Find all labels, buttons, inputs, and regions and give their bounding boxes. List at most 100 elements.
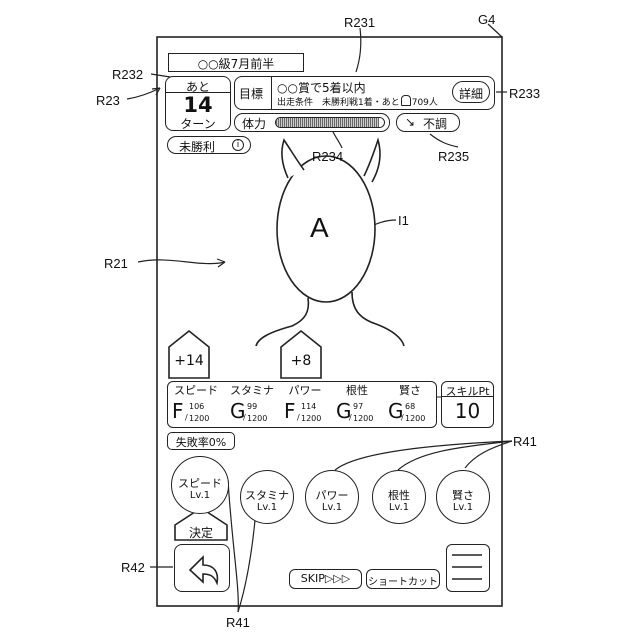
goal-title: ○○賞で5着以内 <box>277 79 366 96</box>
skill-pt-divider <box>442 396 493 397</box>
condition-arrow-icon: ↘ <box>405 115 415 129</box>
training-guts-button[interactable]: 根性 Lv.1 <box>372 470 426 524</box>
failure-rate-label: 失敗率0% <box>168 434 234 450</box>
right-ear <box>364 140 380 182</box>
period-label: ○○級7月前半 <box>169 55 303 72</box>
ref-r42: R42 <box>121 560 145 575</box>
r234-leader <box>332 130 342 148</box>
r21-arrow <box>138 260 225 264</box>
stat-power-slash: / <box>297 414 300 422</box>
stat-guts-slash: / <box>349 414 352 422</box>
training-wisdom-button[interactable]: 賢さ Lv.1 <box>436 470 490 524</box>
detail-button-label: 詳細 <box>453 85 489 102</box>
stat-speed-rank: F <box>172 401 184 421</box>
ref-g4: G4 <box>478 12 495 27</box>
ref-r231: R231 <box>344 15 375 30</box>
ref-i1: I1 <box>398 213 409 228</box>
confirm-label: 決定 <box>175 524 227 541</box>
gain-speed-value: +14 <box>169 353 209 369</box>
menu-button[interactable] <box>446 544 490 592</box>
training-guts-level: Lv.1 <box>373 502 425 513</box>
goal-remaining: 709人 <box>412 98 438 108</box>
stat-stamina-value: 99 <box>247 403 257 411</box>
ref-r21: R21 <box>104 256 128 271</box>
race-status-label: 未勝利 <box>179 138 215 155</box>
stamina-panel: 体力 <box>234 113 390 132</box>
ref-r233: R233 <box>509 86 540 101</box>
goal-condition-text: 出走条件 未勝利戦1着・あと <box>277 98 400 108</box>
ref-r23: R23 <box>96 93 120 108</box>
detail-button[interactable]: 詳細 <box>452 81 490 103</box>
turns-label-bottom: ターン <box>166 115 230 132</box>
training-speed-button[interactable]: スピード Lv.1 <box>171 456 229 514</box>
training-speed-level: Lv.1 <box>172 490 228 501</box>
period-box: ○○級7月前半 <box>168 53 304 72</box>
stat-stamina-max: 1200 <box>247 415 267 423</box>
ref-r232: R232 <box>112 67 143 82</box>
stat-speed-value: 106 <box>189 403 204 411</box>
goal-label: 目標 <box>239 85 263 102</box>
skip-button-label: SKIP▷▷▷ <box>290 572 361 585</box>
gain-power-value: +8 <box>281 353 321 369</box>
r41-leader-speed <box>228 480 238 612</box>
skip-button[interactable]: SKIP▷▷▷ <box>289 569 362 589</box>
turns-panel: あと 14 ターン <box>165 76 231 131</box>
goal-panel[interactable]: 目標 ○○賞で5着以内 出走条件 未勝利戦1着・あと 709人 詳細 <box>234 76 495 110</box>
training-stamina-name: スタミナ <box>241 487 293 503</box>
character-letter: A <box>310 212 329 244</box>
stat-power-max: 1200 <box>301 415 321 423</box>
person-icon <box>401 95 411 106</box>
r41-leader-guts <box>398 441 512 470</box>
training-power-level: Lv.1 <box>306 502 358 513</box>
stat-speed-max: 1200 <box>189 415 209 423</box>
stat-stamina-slash: / <box>243 414 246 422</box>
training-guts-name: 根性 <box>373 487 425 503</box>
stat-guts-max: 1200 <box>353 415 373 423</box>
stat-guts-name: 根性 <box>331 382 383 398</box>
stat-wisdom-max: 1200 <box>405 415 425 423</box>
r235-leader <box>430 134 458 147</box>
ref-r41-bottom: R41 <box>226 615 250 630</box>
ref-r234: R234 <box>312 149 343 164</box>
training-power-name: パワー <box>306 487 358 503</box>
stat-wisdom-name: 賢さ <box>383 382 437 398</box>
stat-wisdom-slash: / <box>401 414 404 422</box>
r23-arrow <box>127 88 160 99</box>
stat-speed-name: スピード <box>167 382 225 398</box>
training-stamina-button[interactable]: スタミナ Lv.1 <box>240 470 294 524</box>
ref-r235: R235 <box>438 149 469 164</box>
condition-panel: ↘ 不調 <box>396 113 460 132</box>
ref-r41-top: R41 <box>513 434 537 449</box>
goal-divider <box>271 77 272 109</box>
goal-condition: 出走条件 未勝利戦1着・あと 709人 <box>277 95 438 108</box>
stat-power-name: パワー <box>279 382 331 398</box>
stamina-track <box>275 117 385 128</box>
stat-stamina-name: スタミナ <box>225 382 279 398</box>
training-wisdom-name: 賢さ <box>437 487 489 503</box>
training-stamina-level: Lv.1 <box>241 502 293 513</box>
stamina-label: 体力 <box>242 115 266 132</box>
r231-leader <box>356 28 361 72</box>
right-shoulder <box>352 292 404 346</box>
skill-pt-panel[interactable]: スキルPt 10 <box>441 381 494 428</box>
stat-power-rank: F <box>284 401 296 421</box>
info-icon[interactable]: i <box>232 139 244 151</box>
r41-leader-stamina <box>238 510 256 612</box>
r41-leader-power <box>335 441 512 470</box>
stat-power-value: 114 <box>301 403 316 411</box>
skill-pt-value: 10 <box>442 399 493 423</box>
shortcut-button-label: ショートカット <box>367 573 439 588</box>
stat-wisdom-value: 68 <box>405 403 415 411</box>
turns-count: 14 <box>166 93 230 117</box>
stat-speed-slash: / <box>185 414 188 422</box>
training-wisdom-level: Lv.1 <box>437 502 489 513</box>
race-status-panel[interactable]: 未勝利 i <box>167 136 251 154</box>
back-button[interactable] <box>174 544 230 592</box>
stamina-fill <box>276 118 379 127</box>
failure-rate-panel: 失敗率0% <box>167 432 235 450</box>
shortcut-button[interactable]: ショートカット <box>366 569 440 589</box>
stat-guts-value: 97 <box>353 403 363 411</box>
training-power-button[interactable]: パワー Lv.1 <box>305 470 359 524</box>
condition-label: 不調 <box>423 115 447 132</box>
training-speed-name: スピード <box>172 475 228 491</box>
